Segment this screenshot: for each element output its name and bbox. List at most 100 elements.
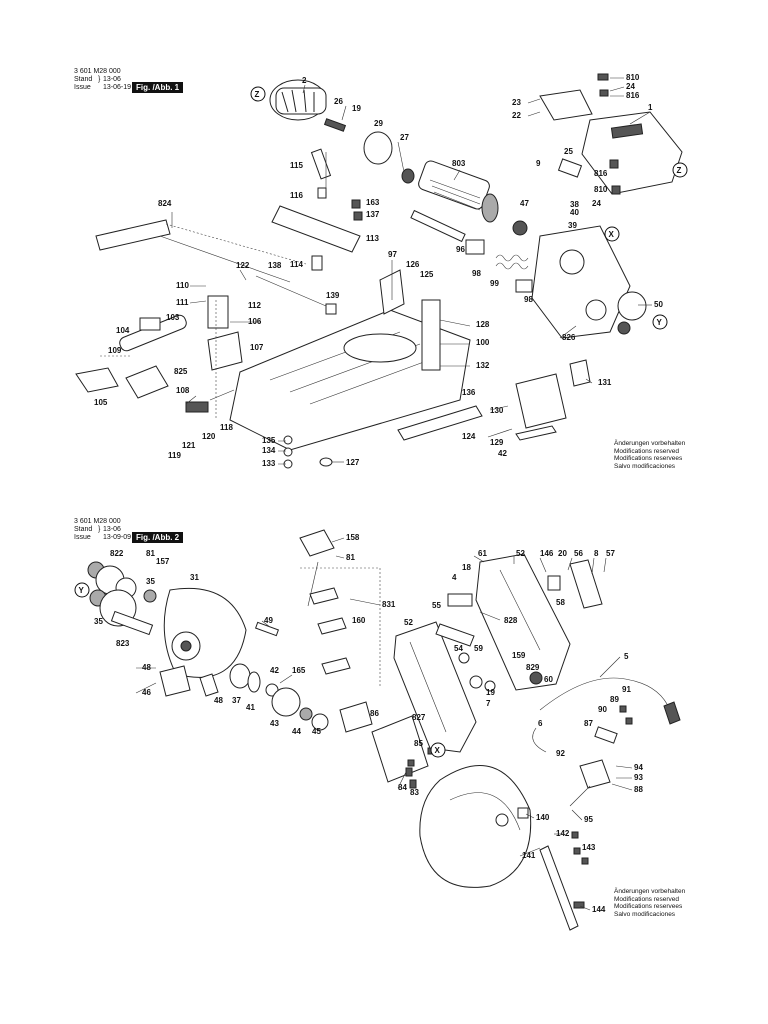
screw-part [254, 621, 280, 637]
callout-label: 127 [346, 458, 360, 467]
callout-label: 100 [476, 338, 490, 347]
callout-label: 9 [536, 159, 541, 168]
callout-label: 45 [312, 727, 321, 736]
callout-label: 18 [462, 563, 471, 572]
modifications-note: Änderungen vorbehalten Modifications res… [614, 440, 685, 470]
brush-holder-part [323, 118, 347, 132]
callout-label: 827 [412, 713, 426, 722]
spring-part [495, 254, 529, 270]
switch-block-part [579, 759, 611, 789]
callout-label: 96 [456, 245, 465, 254]
guide-strip-part [397, 405, 483, 441]
callout-label: 25 [564, 147, 573, 156]
callout-label: 825 [174, 367, 188, 376]
callout-label: 143 [582, 843, 596, 852]
callout-label: 112 [248, 301, 261, 310]
clip-part [185, 401, 209, 413]
cover-part [617, 291, 647, 321]
callout-label: 136 [462, 388, 476, 397]
switch-part [547, 575, 561, 591]
gear-part [469, 675, 483, 689]
clamp-part [594, 726, 618, 744]
callout-label: 22 [512, 111, 521, 120]
callout-label: 29 [374, 119, 383, 128]
ref-marker: Y [74, 582, 90, 598]
callout-label: 93 [634, 773, 643, 782]
small-part [317, 187, 327, 199]
callout-label: 31 [190, 573, 199, 582]
callout-label: 83 [410, 788, 419, 797]
callout-label: 88 [634, 785, 643, 794]
small-part [529, 671, 543, 685]
callout-label: 130 [490, 406, 504, 415]
callout-label: 137 [366, 210, 380, 219]
callout-label: 103 [166, 313, 180, 322]
fan-guide-part [363, 131, 393, 165]
small-part [409, 779, 417, 789]
callout-label: 1 [648, 103, 653, 112]
small-part [405, 767, 413, 777]
callout-label: 104 [116, 326, 130, 335]
callout-label: 35 [146, 577, 155, 586]
callout-label: 5 [624, 652, 629, 661]
callout-label: 125 [420, 270, 434, 279]
callout-label: 6 [538, 719, 543, 728]
callout-label: 42 [270, 666, 279, 675]
small-part [581, 857, 589, 865]
flange-part [271, 687, 301, 717]
doc-number: 3 601 M28 000 [74, 518, 121, 525]
exploded-drawing-2: Y X 158 81 822 81 157 31 35 35 823 61 52… [74, 529, 681, 931]
note-line: Modifications reservees [614, 903, 683, 910]
small-part [619, 705, 627, 713]
figure-badge: Fig. /Abb. 2 [132, 532, 184, 543]
callout-label: 92 [556, 749, 565, 758]
pad-part [139, 317, 161, 331]
knob-part [310, 148, 332, 180]
bearing-part [229, 663, 251, 689]
screw-part [311, 255, 323, 271]
callout-label: 43 [270, 719, 279, 728]
dust-bin-part [515, 373, 567, 429]
callout-label: 24 [626, 82, 635, 91]
gear-housing-part [531, 225, 631, 339]
small-part [484, 680, 496, 692]
callout-label: 81 [146, 549, 155, 558]
callout-label: 144 [592, 905, 606, 914]
issue-label: Issue [74, 534, 91, 541]
callout-label: 810 [594, 185, 608, 194]
callout-label: 44 [292, 727, 301, 736]
callout-label: 94 [634, 763, 643, 772]
latch-part [309, 587, 339, 605]
foot-part [283, 447, 293, 457]
note-line: Änderungen vorbehalten [614, 888, 686, 895]
doc-number: 3 601 M28 000 [74, 68, 121, 75]
issue-value: 13-09-09 [103, 534, 132, 541]
callout-label: 129 [490, 438, 504, 447]
callout-label: 133 [262, 459, 276, 468]
small-part [609, 159, 619, 169]
callout-label: 86 [370, 709, 379, 718]
callout-label: 52 [516, 549, 525, 558]
callout-label: 56 [574, 549, 583, 558]
cover-plate-part [557, 158, 583, 178]
callout-label: 38 [570, 200, 579, 209]
callout-label: 89 [610, 695, 619, 704]
screw-part [311, 713, 329, 731]
callout-label: 55 [432, 601, 441, 610]
callout-numbers: 158 81 822 81 157 31 35 35 823 61 52 146… [94, 533, 643, 914]
bracket-part [207, 331, 243, 371]
rod-part [255, 275, 327, 307]
screw-part [573, 901, 585, 909]
leader-lines [135, 537, 633, 911]
callout-label: 85 [414, 739, 423, 748]
clamp-body-part [125, 365, 169, 399]
callout-label: 19 [486, 688, 495, 697]
callout-label: 116 [290, 191, 303, 200]
lock-cap-part [299, 529, 335, 557]
callout-label: 37 [232, 696, 241, 705]
switch-part [447, 593, 473, 607]
callout-label: 19 [352, 104, 361, 113]
callout-label: 95 [584, 815, 593, 824]
callout-label: 47 [520, 199, 529, 208]
